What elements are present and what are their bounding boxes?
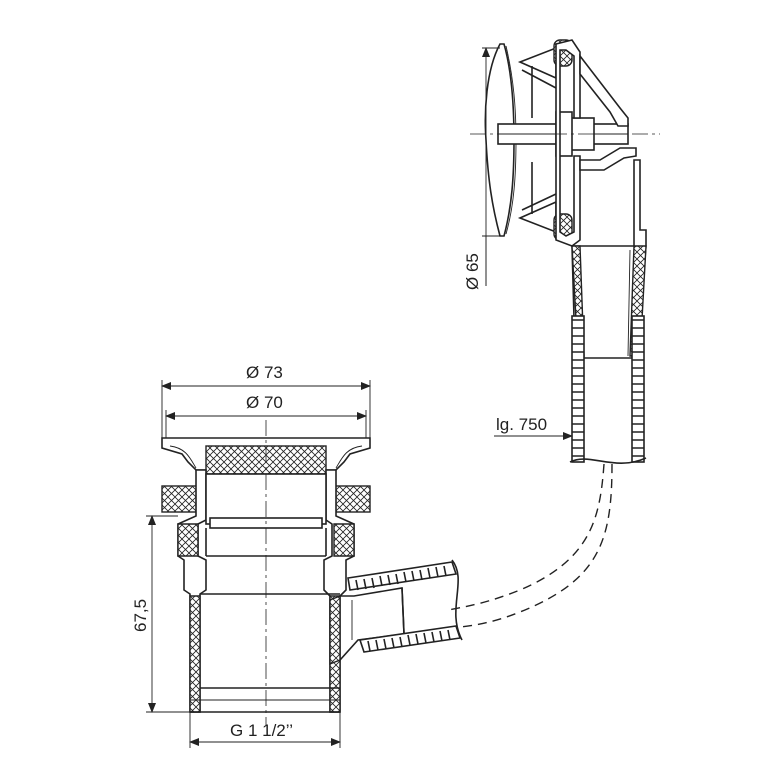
drain-body-assembly xyxy=(161,420,463,726)
hose-length-label: lg. 750 xyxy=(496,415,547,434)
corrugated-hose-vertical xyxy=(569,315,647,464)
dimension-inner-diameter: Ø 70 xyxy=(165,393,367,438)
dimension-thread: G 1 1/2’’ xyxy=(189,712,341,748)
height-label: 67,5 xyxy=(131,599,150,632)
dimension-outer-diameter: Ø 73 xyxy=(161,363,371,438)
hose-path-dashed xyxy=(447,463,605,611)
dimension-hose-length: lg. 750 xyxy=(494,415,573,440)
flange-gasket-right xyxy=(333,485,371,513)
cover-diameter-label: Ø 65 xyxy=(463,253,482,290)
flange-gasket-left xyxy=(161,485,199,513)
thread-label: G 1 1/2’’ xyxy=(230,721,293,740)
dimension-height: 67,5 xyxy=(131,515,190,713)
corrugated-hose-angled xyxy=(347,559,463,653)
outer-diameter-label: Ø 73 xyxy=(246,363,283,382)
overflow-housing xyxy=(555,39,581,247)
dimension-cover-diameter: Ø 65 xyxy=(463,47,500,290)
inner-diameter-label: Ø 70 xyxy=(246,393,283,412)
overflow-cover-assembly xyxy=(470,39,660,464)
